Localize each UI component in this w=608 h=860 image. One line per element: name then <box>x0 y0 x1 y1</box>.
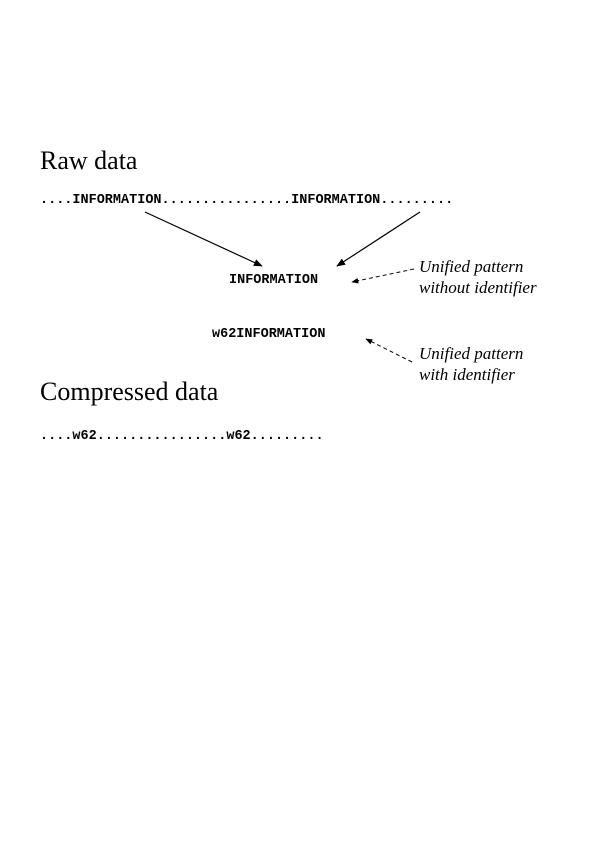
dots: ......... <box>250 429 324 444</box>
identified-note-pointer <box>365 338 413 363</box>
dots: ................ <box>161 193 292 208</box>
compressed-data-heading: Compressed data <box>40 377 219 406</box>
unified-pattern-note: Unified pattern without identifier <box>419 256 537 298</box>
note-line: without identifier <box>419 278 537 297</box>
dots: .... <box>40 193 73 208</box>
identifier-occurrence-1: w62 <box>72 429 97 444</box>
note-line: with identifier <box>419 365 515 384</box>
dots: ......... <box>380 193 454 208</box>
raw-data-heading: Raw data <box>40 146 138 175</box>
merge-arrow-right <box>336 211 421 267</box>
information-occurrence-1: INFORMATION <box>72 193 162 208</box>
dots: ................ <box>96 429 227 444</box>
identified-pattern: w62INFORMATION <box>212 327 326 342</box>
information-occurrence-2: INFORMATION <box>291 193 381 208</box>
compressed-data-sequence: ....w62................w62......... <box>40 430 324 444</box>
identifier-occurrence-2: w62 <box>226 429 251 444</box>
unified-pattern: INFORMATION <box>229 273 319 288</box>
note-line: Unified pattern <box>419 344 524 363</box>
identified-pattern-note: Unified pattern with identifier <box>419 343 523 385</box>
raw-data-sequence: ....INFORMATION................INFORMATI… <box>40 194 453 208</box>
note-line: Unified pattern <box>419 257 524 276</box>
dots: .... <box>40 429 73 444</box>
merge-arrow-left <box>144 211 263 267</box>
unified-note-pointer <box>351 268 415 284</box>
